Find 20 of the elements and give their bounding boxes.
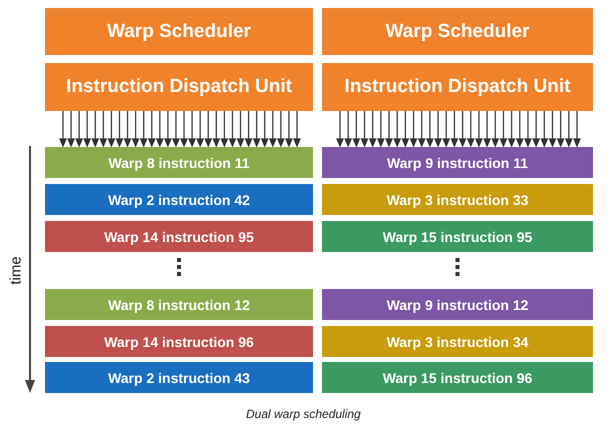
- instruction-bar: Warp 15 instruction 96: [322, 362, 593, 393]
- instruction-bar: Warp 3 instruction 33: [322, 184, 593, 215]
- instruction-bar: Warp 9 instruction 11: [322, 147, 593, 178]
- instruction-bar: Warp 3 instruction 34: [322, 326, 593, 357]
- instruction-bar: Warp 14 instruction 96: [45, 326, 313, 357]
- dispatch-unit-box: Instruction Dispatch Unit: [322, 63, 593, 111]
- caption: Dual warp scheduling: [246, 407, 361, 421]
- dispatch-unit-box: Instruction Dispatch Unit: [45, 63, 313, 111]
- instruction-bar: Warp 15 instruction 95: [322, 221, 593, 252]
- instruction-bar: Warp 9 instruction 12: [322, 289, 593, 320]
- axis-label: time: [8, 256, 25, 285]
- scheduler-box: Warp Scheduler: [45, 8, 313, 55]
- dispatch-arrows: [336, 110, 581, 147]
- instruction-bar: Warp 14 instruction 95: [45, 221, 313, 252]
- instruction-bar: Warp 8 instruction 11: [45, 147, 313, 178]
- dispatch-arrows: [59, 110, 301, 147]
- instruction-bar: Warp 8 instruction 12: [45, 289, 313, 320]
- instruction-bar: Warp 2 instruction 43: [45, 362, 313, 393]
- scheduler-box: Warp Scheduler: [322, 8, 593, 55]
- instruction-bar: Warp 2 instruction 42: [45, 184, 313, 215]
